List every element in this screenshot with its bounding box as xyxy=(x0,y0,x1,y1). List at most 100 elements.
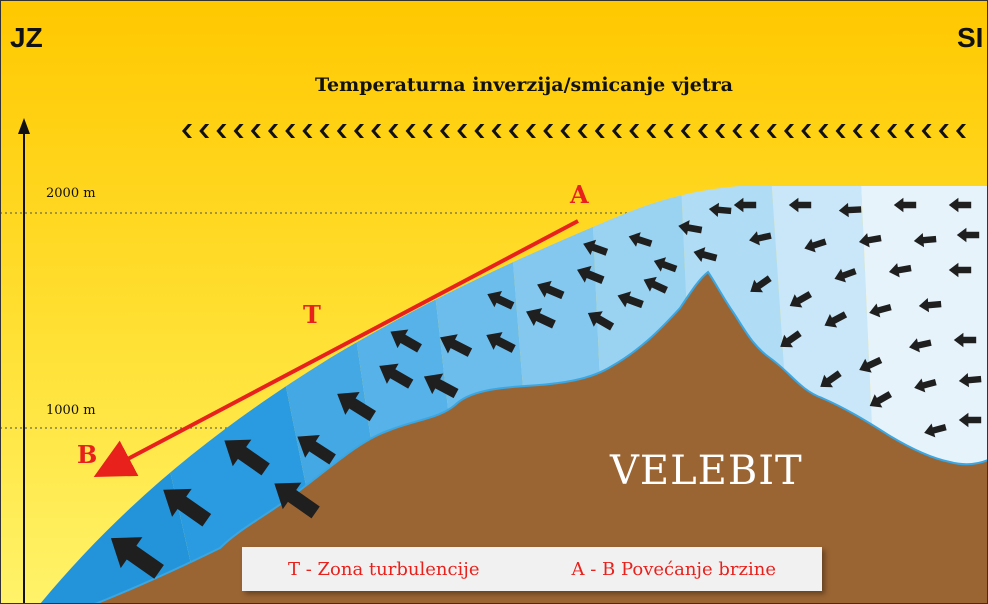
wind-arrow xyxy=(956,227,980,243)
inversion-chevron xyxy=(921,124,932,138)
wind-arrow xyxy=(820,370,842,388)
inversion-chevron xyxy=(474,124,485,138)
inversion-chevron xyxy=(629,124,640,138)
wind-arrow xyxy=(914,378,937,393)
inversion-chevron xyxy=(250,124,261,138)
inversion-chevron xyxy=(818,124,829,138)
wind-arrow xyxy=(834,268,857,283)
wind-arrow xyxy=(643,276,668,294)
wind-arrow xyxy=(587,311,615,331)
inversion-chevron-row xyxy=(182,124,966,138)
wind-arrow xyxy=(653,257,678,273)
wind-arrow xyxy=(888,263,912,278)
inversion-chevron xyxy=(887,124,898,138)
wind-arrow xyxy=(678,220,703,236)
inversion-chevron xyxy=(852,124,863,138)
wind-arrow xyxy=(390,329,422,353)
inversion-chevron xyxy=(594,124,605,138)
wind-arrow xyxy=(958,372,982,388)
inversion-label: Temperaturna inverzija/smicanje vjetra xyxy=(315,74,733,96)
inversion-chevron xyxy=(749,124,760,138)
inversion-chevron xyxy=(371,124,382,138)
acceleration-arrow xyxy=(93,219,579,477)
inversion-chevron xyxy=(302,124,313,138)
inversion-chevron xyxy=(956,124,966,138)
wind-arrow xyxy=(337,391,376,422)
altitude-label-2000: 2000 m xyxy=(46,186,96,201)
mountain-velebit xyxy=(94,270,988,604)
direction-label-right: SI xyxy=(957,22,984,53)
wind-arrow xyxy=(379,363,414,389)
wind-arrow xyxy=(583,239,609,256)
wind-arrow xyxy=(858,233,882,248)
wind-arrow xyxy=(859,356,883,373)
inversion-chevron xyxy=(457,124,468,138)
wind-arrow xyxy=(953,332,977,348)
mountain-label: VELEBIT xyxy=(610,448,803,494)
wind-arrow xyxy=(913,232,937,248)
wind-arrow xyxy=(487,290,515,310)
inversion-chevron xyxy=(560,124,571,138)
inversion-chevron xyxy=(336,124,347,138)
inversion-chevron xyxy=(526,124,536,138)
wind-arrow xyxy=(617,291,644,309)
wind-arrow xyxy=(838,202,862,218)
inversion-chevron xyxy=(680,124,691,138)
inversion-chevron xyxy=(732,124,743,138)
wind-arrow xyxy=(297,435,336,465)
inversion-chevron xyxy=(182,124,192,138)
inversion-chevron xyxy=(440,124,450,138)
inversion-chevron xyxy=(233,124,244,138)
inversion-chevron xyxy=(784,124,794,138)
wind-arrow xyxy=(750,275,772,293)
wind-arrow xyxy=(526,308,556,329)
legend-speed: A - B Povećanje brzine xyxy=(571,558,777,580)
inversion-chevron xyxy=(577,124,588,138)
wind-arrow xyxy=(693,247,718,262)
wind-arrow xyxy=(110,537,164,579)
inversion-chevron xyxy=(715,124,726,138)
inversion-chevron xyxy=(870,124,880,138)
wind-arrow xyxy=(628,232,653,247)
inversion-chevron xyxy=(663,124,674,138)
inversion-chevron xyxy=(801,124,812,138)
inversion-chevron xyxy=(938,124,949,138)
wind-arrow xyxy=(869,391,893,408)
altitude-label-1000: 1000 m xyxy=(46,403,96,418)
inversion-chevron xyxy=(508,124,519,138)
wind-arrow xyxy=(537,280,565,300)
inversion-chevron xyxy=(354,124,364,138)
point-a-label: A xyxy=(570,180,589,209)
wind-arrow xyxy=(869,303,892,318)
inversion-chevron xyxy=(285,124,296,138)
wind-arrow xyxy=(577,265,605,284)
wind-arrow xyxy=(789,291,813,308)
wind-arrow xyxy=(780,330,802,348)
direction-label-left: JZ xyxy=(10,22,43,53)
inversion-chevron xyxy=(268,124,278,138)
wind-arrow xyxy=(924,423,947,438)
wind-arrow xyxy=(708,202,732,218)
wind-arrow xyxy=(224,439,270,476)
wind-arrow xyxy=(948,262,972,278)
turbulence-label: T xyxy=(303,300,321,329)
wind-arrow xyxy=(788,197,812,213)
wind-arrows xyxy=(110,197,982,579)
inversion-chevron xyxy=(646,124,657,138)
wind-arrow xyxy=(423,373,459,399)
inversion-chevron xyxy=(319,124,330,138)
inversion-chevron xyxy=(422,124,433,138)
wind-arrow xyxy=(749,231,772,246)
wind-arrow xyxy=(440,334,473,357)
inversion-chevron xyxy=(612,124,622,138)
inversion-chevron xyxy=(216,124,227,138)
legend-turbulence: T - Zona turbulencije xyxy=(287,558,480,580)
wind-arrow xyxy=(733,197,757,213)
inversion-chevron xyxy=(543,124,554,138)
inversion-chevron xyxy=(766,124,777,138)
wind-arrow xyxy=(163,488,212,527)
inversion-chevron xyxy=(835,124,846,138)
wind-arrow xyxy=(804,238,827,253)
wind-arrow xyxy=(958,412,982,428)
